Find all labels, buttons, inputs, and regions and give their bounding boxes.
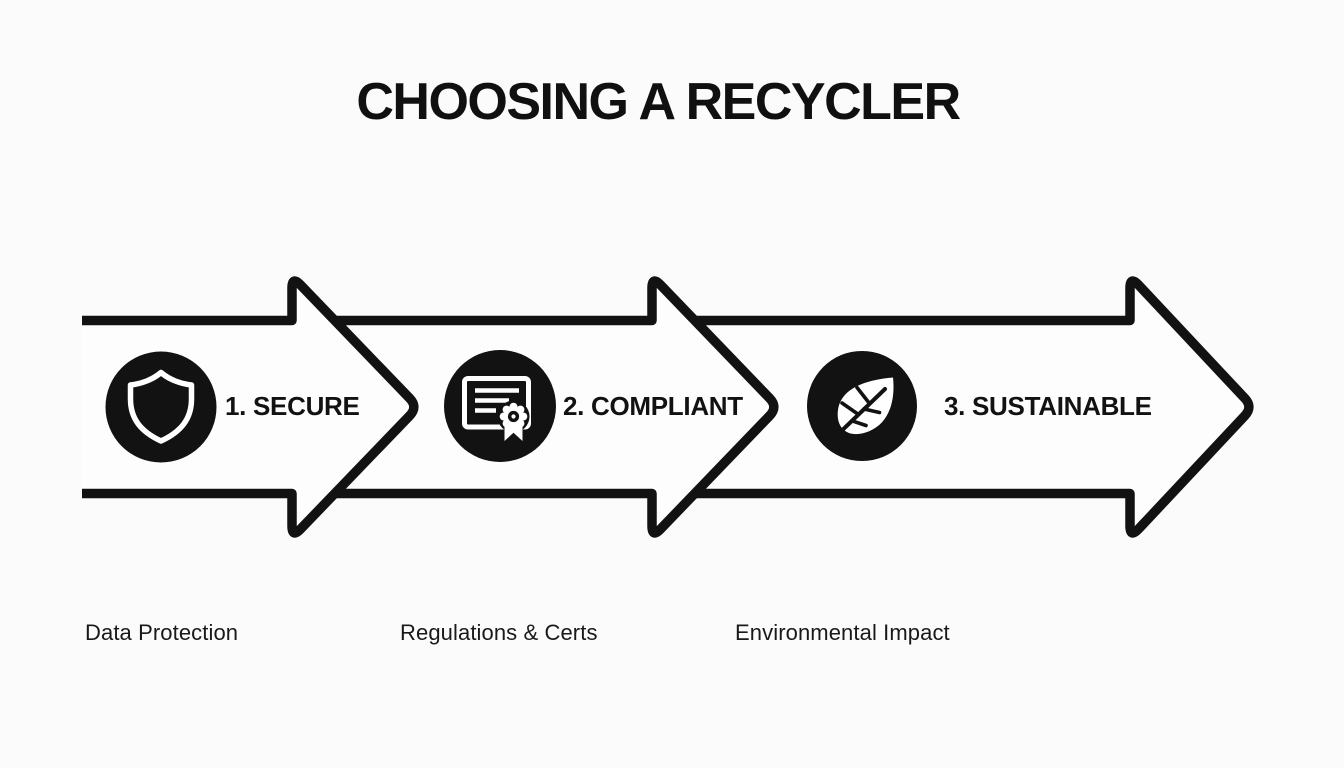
step-icon-3: [807, 351, 917, 461]
step-caption-1: Data Protection: [85, 620, 239, 645]
step-caption-2: Regulations & Certs: [400, 620, 598, 645]
step-icon-2: [444, 350, 556, 462]
step-label-1: 1. SECURE: [225, 391, 360, 421]
step-circle-2: [444, 350, 556, 462]
shield-icon: [127, 369, 195, 444]
step-icon-1: [105, 351, 217, 463]
process-arrow-1: [82, 276, 419, 538]
leaf-icon: [828, 377, 894, 444]
page-title: CHOOSING A RECYCLER: [356, 73, 961, 131]
step-caption-3: Environmental Impact: [735, 620, 950, 645]
step-label-2: 2. COMPLIANT: [563, 391, 743, 421]
certificate-icon: [462, 376, 531, 441]
step-label-3: 3. SUSTAINABLE: [944, 391, 1152, 421]
step-circle-1: [105, 351, 217, 463]
process-arrow-3: [672, 276, 1254, 538]
